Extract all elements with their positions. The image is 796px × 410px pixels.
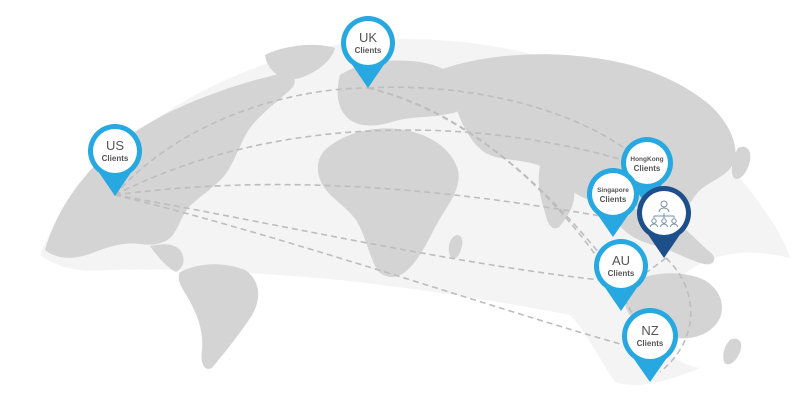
land-india [538, 166, 575, 229]
land-madagascar [448, 235, 463, 259]
land-north-america [45, 74, 295, 258]
land-south-america [178, 264, 259, 369]
pin-uk-inner [346, 21, 390, 65]
route-us-to-au [114, 194, 621, 283]
pin-hongkong-title: HongKong [630, 156, 663, 163]
route-us-to-hongkong [114, 129, 661, 196]
pin-us-title: US [106, 138, 124, 153]
route-uk-to-nz [367, 87, 651, 353]
pin-nz-inner [627, 313, 673, 359]
pin-nz-subtitle: Clients [637, 339, 664, 348]
route-us-to-uk [114, 87, 369, 196]
pin-hongkong-subtitle: Clients [634, 164, 661, 173]
pin-us-subtitle: Clients [102, 154, 129, 163]
route-lines [114, 86, 692, 373]
land-africa [317, 128, 459, 277]
pin-uk-title: UK [359, 30, 377, 45]
pin-us-inner [93, 129, 137, 173]
land-central-america [150, 244, 184, 272]
land-greenland [265, 44, 335, 80]
route-us-to-singapore [114, 183, 613, 219]
pin-au-title: AU [612, 253, 630, 268]
pin-singapore-title: Singapore [597, 187, 629, 194]
pin-hub[interactable] [637, 185, 691, 258]
pin-hongkong-inner [626, 142, 668, 184]
pin-uk-subtitle: Clients [355, 46, 382, 55]
land-new-zealand [723, 338, 742, 365]
land-japan [731, 146, 751, 179]
route-uk-to-hongkong [367, 86, 649, 169]
route-us-to-nz [114, 194, 651, 353]
pin-singapore-inner [592, 173, 634, 215]
pin-au-subtitle: Clients [608, 269, 635, 278]
pin-au-inner [599, 244, 643, 288]
pin-singapore-subtitle: Clients [600, 195, 627, 204]
route-hub-to-au [621, 257, 667, 287]
pin-nz-title: NZ [641, 323, 658, 338]
team-hierarchy-icon [650, 200, 678, 228]
route-hub-to-nz [659, 257, 692, 373]
